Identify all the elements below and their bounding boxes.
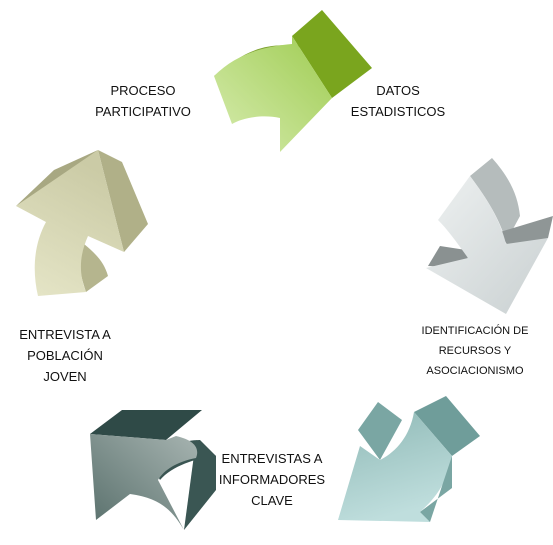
arrow-dark-slate: [90, 410, 216, 530]
step-label-datos-estadisticos: DATOS ESTADISTICOS: [318, 80, 478, 122]
step-label-line: DATOS: [376, 83, 420, 98]
step-label-proceso-participativo: PROCESO PARTICIPATIVO: [78, 80, 208, 122]
step-label-line: RECURSOS Y: [438, 345, 512, 357]
step-label-line: PROCESO: [110, 83, 176, 98]
step-label-entrevistas-informadores: ENTREVISTAS A INFORMADORES CLAVE: [212, 448, 332, 511]
arrow-khaki: [16, 150, 148, 296]
step-label-entrevista-poblacion: ENTREVISTA A POBLACIÓN JOVEN: [5, 324, 125, 387]
arrow-teal: [338, 396, 480, 522]
step-label-line: PARTICIPATIVO: [95, 104, 191, 119]
step-label-line: ESTADISTICOS: [350, 104, 446, 119]
step-label-line: ASOCIACIONISMO: [426, 365, 524, 377]
step-label-line: ENTREVISTA A: [19, 327, 111, 342]
step-label-line: IDENTIFICACIÓN DE: [421, 325, 529, 337]
step-label-line: JOVEN: [43, 369, 87, 384]
step-label-identificacion-recursos: IDENTIFICACIÓN DE RECURSOS Y ASOCIACIONI…: [405, 321, 545, 381]
step-label-line: POBLACIÓN: [27, 348, 103, 363]
arrow-light-grey: [426, 158, 553, 314]
step-label-line: CLAVE: [251, 493, 293, 508]
step-label-line: INFORMADORES: [218, 472, 326, 487]
step-label-line: ENTREVISTAS A: [221, 451, 323, 466]
arrow-green: [214, 10, 372, 152]
